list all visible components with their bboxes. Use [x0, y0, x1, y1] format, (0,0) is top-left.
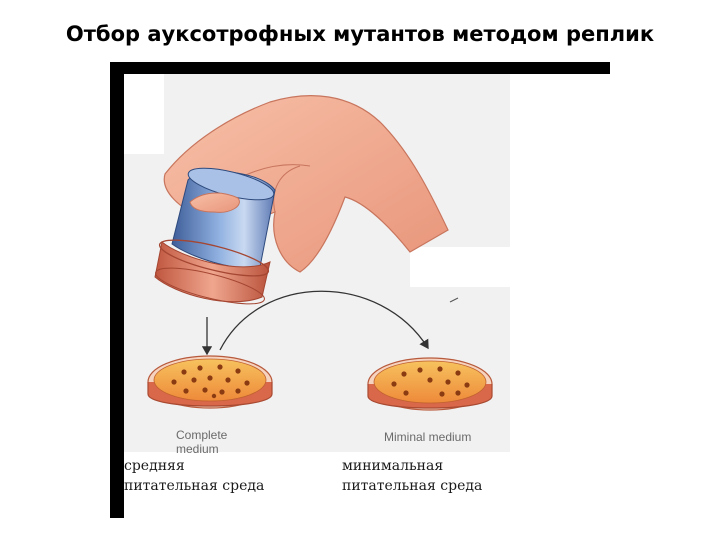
right-dish-label-ru: минимальная питательная среда: [342, 458, 482, 494]
frame-top-bar: [110, 62, 610, 74]
right-dish-label-en: Miminal medium: [384, 430, 472, 444]
mark-tick: [449, 297, 459, 303]
left-label-en-line-1: Complete: [176, 428, 228, 442]
thumb-illustration: [189, 192, 240, 213]
left-label-ru-line-2: питательная среда: [124, 478, 265, 495]
right-label-ru-line-1: минимальная: [342, 458, 444, 474]
frame-left-bar: [110, 62, 124, 518]
left-dish-label-en: Complete medium: [176, 428, 228, 457]
colonies-right: [391, 366, 470, 397]
left-dish-label-ru: средняя питательная среда: [124, 458, 264, 494]
figure-background-notch: [124, 74, 164, 154]
petri-dish-minimal: [367, 357, 493, 411]
transfer-arrow: [219, 290, 429, 351]
velvet-stamp: [154, 167, 276, 305]
replica-plating-illustration: [110, 62, 610, 518]
replica-plating-figure: Complete medium Miminal medium средняя п…: [110, 62, 610, 518]
colonies-left: [171, 364, 250, 399]
label-area: [124, 452, 510, 518]
petri-dish-complete: [147, 355, 273, 409]
figure-background-notch-2: [410, 247, 510, 287]
slide-title: Отбор ауксотрофных мутантов методом репл…: [65, 22, 655, 46]
left-label-ru-line-1: средняя: [124, 458, 185, 474]
right-label-ru-line-2: питательная среда: [342, 478, 483, 495]
left-label-en-line-2: medium: [176, 441, 219, 456]
